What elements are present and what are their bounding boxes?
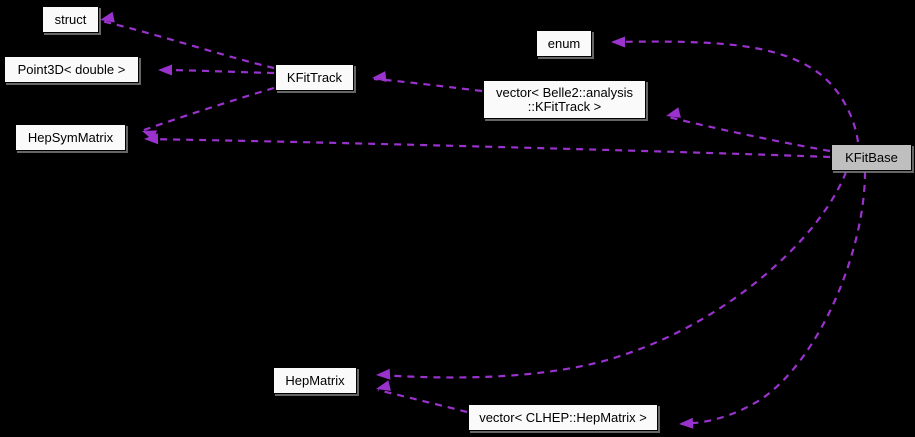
graph-edge xyxy=(145,137,831,159)
graph-edge xyxy=(680,171,867,426)
graph-node-vec_hepmatrix[interactable]: vector< CLHEP::HepMatrix > xyxy=(468,404,658,431)
graph-edge-arrowhead xyxy=(376,380,391,391)
graph-edge xyxy=(667,115,831,153)
graph-edge xyxy=(377,388,468,414)
graph-node-vec_kfittrack[interactable]: vector< Belle2::analysis ::KFitTrack > xyxy=(483,80,646,119)
graph-node-label: KFitBase xyxy=(845,149,898,165)
graph-node-point3d[interactable]: Point3D< double > xyxy=(4,56,139,83)
graph-edge-arrowhead xyxy=(100,11,115,23)
graph-edge-arrowhead xyxy=(144,133,159,145)
graph-node-label: enum xyxy=(547,35,581,51)
graph-node-label: struct xyxy=(54,11,87,27)
graph-node-label: Point3D< double > xyxy=(17,61,126,77)
graph-node-hepsymmatrix[interactable]: HepSymMatrix xyxy=(15,124,126,151)
graph-node-kfittrack[interactable]: KFitTrack xyxy=(275,64,354,91)
graph-edge xyxy=(159,68,275,75)
graph-edge-arrowhead xyxy=(142,130,157,141)
graph-edge-arrowhead xyxy=(666,107,681,118)
graph-node-label: vector< Belle2::analysis ::KFitTrack > xyxy=(496,84,633,114)
graph-edge xyxy=(612,40,860,143)
graph-node-hepmatrix[interactable]: HepMatrix xyxy=(273,367,357,394)
graph-node-label: vector< CLHEP::HepMatrix > xyxy=(479,409,647,425)
graph-edge xyxy=(143,86,275,132)
graph-edge xyxy=(377,171,848,379)
graph-node-enum[interactable]: enum xyxy=(536,30,592,57)
graph-node-kfitbase[interactable]: KFitBase xyxy=(831,144,912,171)
graph-edge-arrowhead xyxy=(158,64,172,76)
graph-edge xyxy=(373,77,483,93)
graph-edge-arrowhead xyxy=(372,71,387,82)
graph-node-struct[interactable]: struct xyxy=(42,6,99,33)
graph-node-label: HepSymMatrix xyxy=(27,129,114,145)
graph-edge-arrowhead xyxy=(376,368,391,380)
graph-node-label: KFitTrack xyxy=(286,69,343,85)
graph-node-label: HepMatrix xyxy=(285,372,345,388)
graph-edge-arrowhead xyxy=(679,417,694,429)
graph-edge-arrowhead xyxy=(611,36,625,48)
